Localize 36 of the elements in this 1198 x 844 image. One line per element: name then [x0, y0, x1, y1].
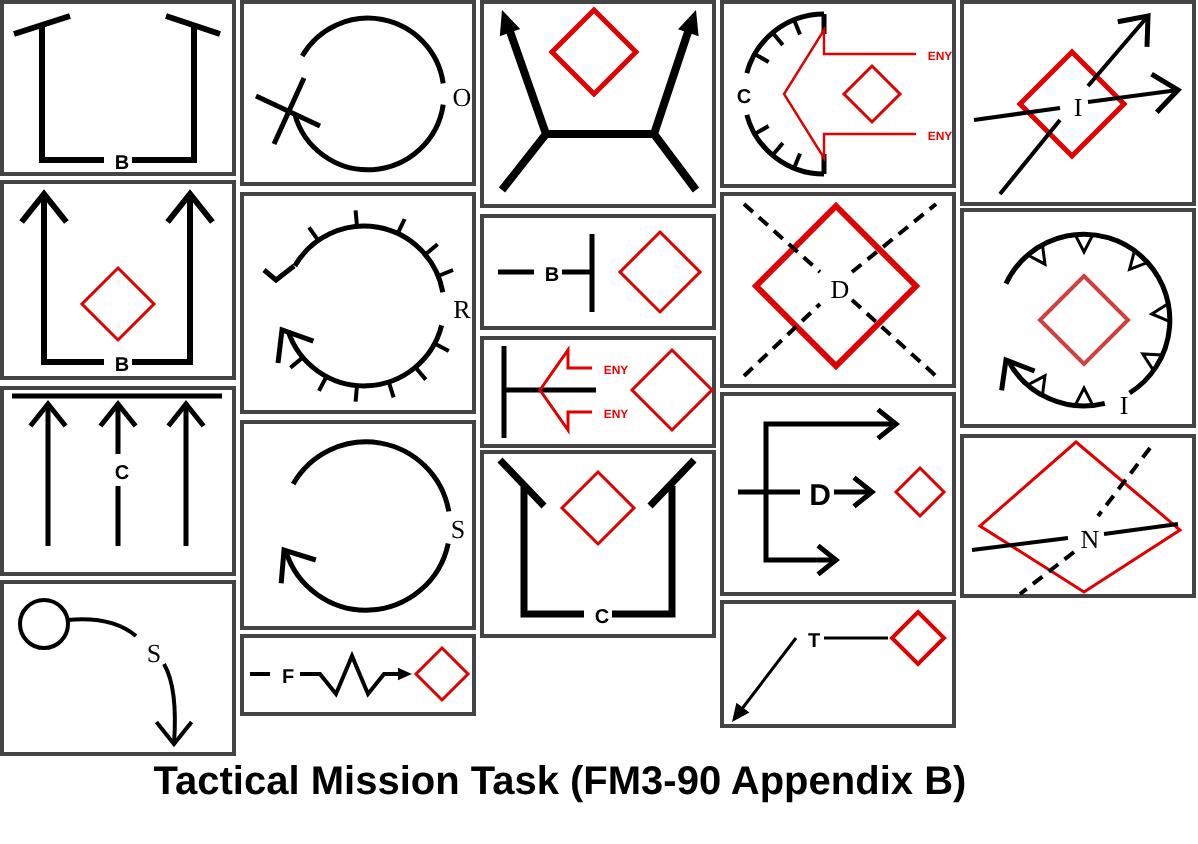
symbol-panel: [240, 192, 476, 414]
symbol-label: C: [114, 463, 130, 485]
symbol-label: S: [146, 638, 162, 670]
symbol-label: C: [736, 87, 752, 109]
symbol-panel: [480, 214, 716, 330]
symbol-panel: [240, 420, 476, 630]
symbol-panel: [0, 0, 236, 176]
symbol-label: I: [1119, 390, 1129, 422]
symbol-panel: [720, 392, 956, 596]
symbol-label: D: [830, 274, 850, 306]
symbol-label: B: [114, 355, 130, 377]
symbol-panel: [0, 180, 236, 380]
symbol-label: C: [594, 607, 610, 629]
symbol-label: B: [114, 153, 130, 175]
symbol-panel: [480, 450, 716, 638]
symbol-label: F: [281, 667, 295, 689]
symbol-label: R: [453, 294, 471, 326]
symbol-label: I: [1073, 92, 1083, 124]
symbol-panel: [480, 336, 716, 448]
symbol-panel: [720, 0, 956, 188]
symbol-panel: [960, 208, 1196, 428]
symbol-label: S: [450, 514, 466, 546]
symbol-label: O: [452, 82, 472, 114]
symbol-label: N: [1080, 524, 1100, 556]
symbol-panel: [240, 634, 476, 716]
symbol-panel: [720, 192, 956, 388]
symbol-panel: [240, 0, 476, 186]
symbol-panel: [720, 600, 956, 728]
symbol-panel: [480, 0, 716, 208]
symbol-label: B: [544, 265, 560, 287]
title: Tactical Mission Task (FM3-90 Appendix B): [151, 760, 969, 806]
symbol-panel: [0, 580, 236, 756]
symbol-label: T: [807, 631, 821, 653]
symbol-label: D: [809, 479, 831, 513]
symbol-panel: [960, 0, 1196, 206]
symbol-panel: [0, 386, 236, 576]
